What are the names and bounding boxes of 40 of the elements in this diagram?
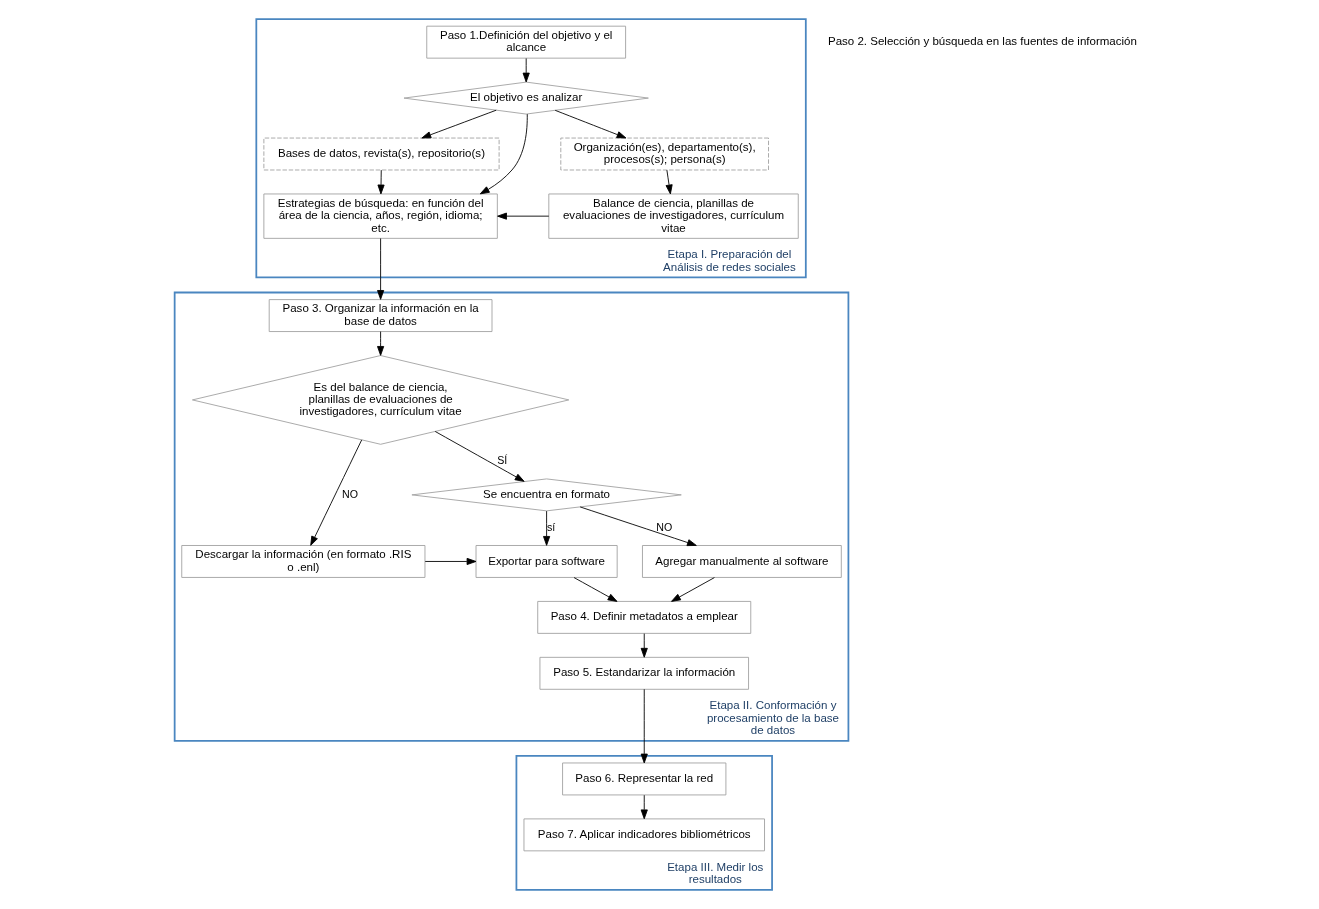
arrow bbox=[424, 557, 476, 565]
arrow bbox=[420, 109, 497, 139]
arrow bbox=[479, 113, 528, 195]
arrow bbox=[309, 439, 362, 546]
node-box: Paso 1.Definición del objetivo y el alcance bbox=[425, 25, 626, 59]
node-diamond: El objetivo es analizar bbox=[403, 81, 649, 115]
arrow bbox=[640, 688, 648, 764]
node-diamond: Se encuentra en formato bbox=[410, 478, 682, 512]
node-box: Bases de datos, revista(s), repositorio(s) bbox=[262, 137, 500, 171]
arrow bbox=[542, 510, 550, 546]
edge-label: sí bbox=[546, 520, 555, 533]
arrow bbox=[554, 109, 626, 139]
node-diamond: Es del balance de ciencia, planillas de evaluaciones de investigadores, currículum vitae bbox=[191, 355, 569, 445]
node-box: Descargar la información (en formato .RIS o .enl) bbox=[180, 545, 425, 578]
node-box: Paso 4. Definir metadatos a emplear bbox=[536, 600, 751, 634]
node-box: Balance de ciencia, planillas de evaluaciones de investigadores, currículum vitae bbox=[547, 193, 799, 239]
arrow bbox=[573, 577, 617, 602]
arrow bbox=[665, 169, 673, 195]
arrow bbox=[640, 794, 648, 820]
node-box: Estrategias de búsqueda: en función del área de la ciencia, años, región, idioma; etc. bbox=[262, 193, 498, 239]
node-box: Paso 3. Organizar la información en la base de datos bbox=[268, 299, 492, 332]
node-box: Paso 7. Aplicar indicadores bibliométricos bbox=[523, 818, 765, 852]
edge-label: NO bbox=[655, 520, 672, 533]
arrow bbox=[579, 506, 697, 547]
arrow bbox=[670, 577, 715, 602]
arrow bbox=[434, 431, 525, 482]
edge-label: SÍ bbox=[496, 454, 507, 467]
arrow bbox=[377, 169, 385, 195]
arrow bbox=[376, 238, 384, 300]
node-box: Organización(es), departamento(s), procesos(s); persona(s) bbox=[559, 137, 769, 171]
arrow bbox=[376, 331, 384, 356]
node-box: Agregar manualmente al software bbox=[641, 545, 842, 578]
arrow bbox=[496, 212, 549, 220]
node-box: Exportar para software bbox=[475, 545, 618, 578]
node-box: Paso 6. Representar la red bbox=[561, 762, 726, 796]
arrow bbox=[522, 58, 530, 83]
edge-label: NO bbox=[341, 487, 358, 500]
node-box: Paso 5. Estandarizar la información bbox=[539, 656, 749, 690]
arrow bbox=[640, 633, 648, 658]
label: Paso 2. Selección y búsqueda en las fuentes de información bbox=[827, 35, 1137, 48]
